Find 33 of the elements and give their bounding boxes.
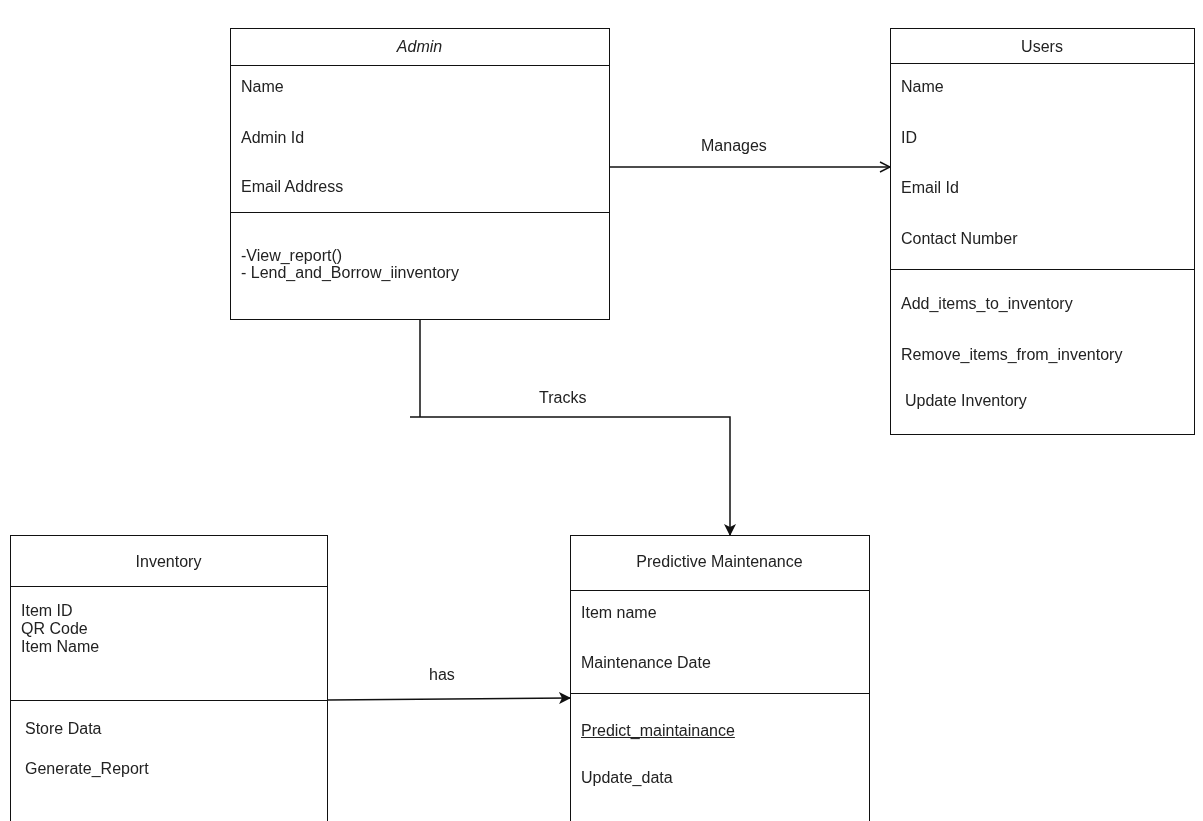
attribute-text: Admin Id [241,129,305,147]
attribute-text: Email Id [901,179,959,197]
attribute-text: Contact Number [901,230,1018,248]
class-name: Admin [395,38,444,56]
method-text: Update Inventory [905,392,1027,410]
attribute-text: Name [241,78,284,96]
method-text: - Lend_and_Borrow_iinventory [241,264,459,282]
class-name: Inventory [134,553,203,571]
edge-label: Manages [699,137,769,155]
attribute-text: QR Code [21,620,88,638]
class-name: Users [1020,38,1064,56]
class-box [10,535,328,821]
attribute-text: Item ID [21,602,73,620]
attribute-text: Item name [581,604,657,622]
attribute-text: Maintenance Date [581,654,711,672]
attribute-text: Email Address [241,178,344,196]
method-text: Update_data [581,769,673,787]
association-arrow [409,319,736,536]
attribute-text: ID [901,129,917,147]
attribute-text: Item Name [21,638,100,656]
class-name: Predictive Maintenance [635,553,804,571]
class-box [230,28,610,320]
method-text: Store Data [25,720,102,738]
class-box [570,535,870,821]
method-text: Generate_Report [25,760,149,778]
association-arrow [609,161,891,173]
attribute-text: Name [901,78,944,96]
class-box [890,28,1195,435]
method-text: -View_report() [241,247,343,265]
method-text: Predict_maintainance [581,722,735,740]
method-text: Add_items_to_inventory [901,295,1073,313]
association-arrow [327,692,571,705]
method-text: Remove_items_from_inventory [901,346,1123,364]
